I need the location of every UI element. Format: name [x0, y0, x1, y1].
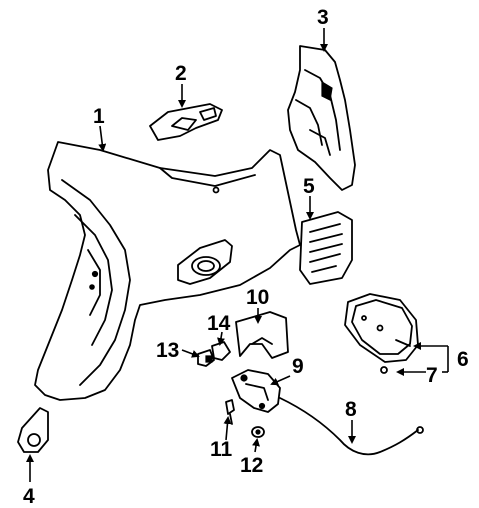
callout-11: 11	[210, 438, 233, 461]
callout-13: 13	[156, 339, 179, 362]
callout-6: 6	[457, 348, 469, 371]
quarter-panel-part	[34, 141, 301, 401]
leader-lines	[26, 28, 449, 482]
callout-8: 8	[345, 398, 357, 421]
callout-2: 2	[175, 62, 187, 85]
trim-piece-part	[17, 407, 49, 453]
callout-1: 1	[93, 105, 105, 128]
inner-panel-part	[287, 45, 356, 191]
callout-12: 12	[240, 454, 263, 477]
callout-9: 9	[292, 355, 304, 378]
nut-part	[251, 426, 265, 438]
fuel-door-part	[344, 293, 419, 374]
release-cable-part	[279, 397, 424, 456]
callout-4: 4	[23, 485, 35, 508]
clip-part	[197, 341, 231, 367]
spacer-part	[235, 311, 289, 359]
callout-10: 10	[246, 286, 269, 309]
callout-7: 7	[426, 364, 438, 387]
callout-14: 14	[207, 312, 231, 335]
bracket-part	[149, 103, 223, 141]
latch-actuator-part	[231, 369, 281, 413]
callout-3: 3	[317, 6, 329, 29]
callout-5: 5	[303, 175, 315, 198]
fuel-door-housing-part	[299, 211, 353, 285]
